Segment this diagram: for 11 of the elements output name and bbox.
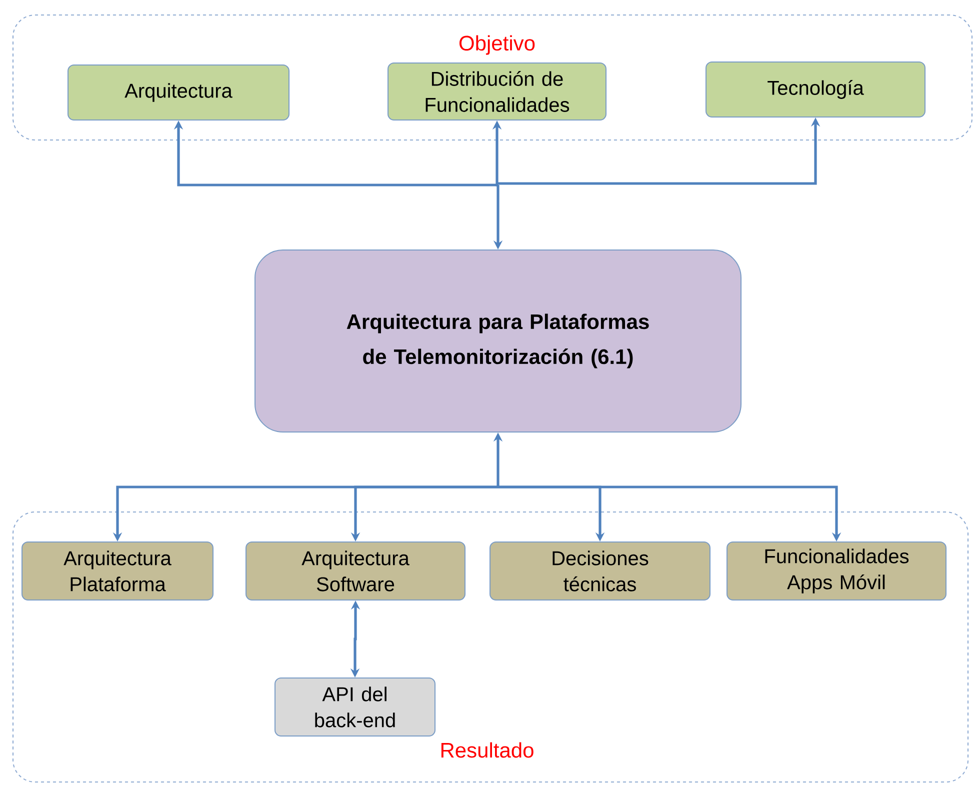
result-box: Funcionalidades Apps Móvil [726,542,946,600]
sub-result-box: API del back-end [274,678,436,736]
group-heading: Objetivo [459,35,535,55]
result-box: Arquitectura Plataforma [22,542,214,600]
main-box: Arquitectura para Plataformas de Telemonitorización (6.1) [254,250,742,432]
goal-box: Arquitectura [68,64,290,120]
result-box: Decisiones técnicas [490,542,710,600]
goal-box: Tecnología [706,62,926,118]
goal-box: Distribución de Funcionalidades [388,62,606,120]
group-heading: Resultado [441,742,534,758]
result-box: Arquitectura Software [246,542,466,600]
